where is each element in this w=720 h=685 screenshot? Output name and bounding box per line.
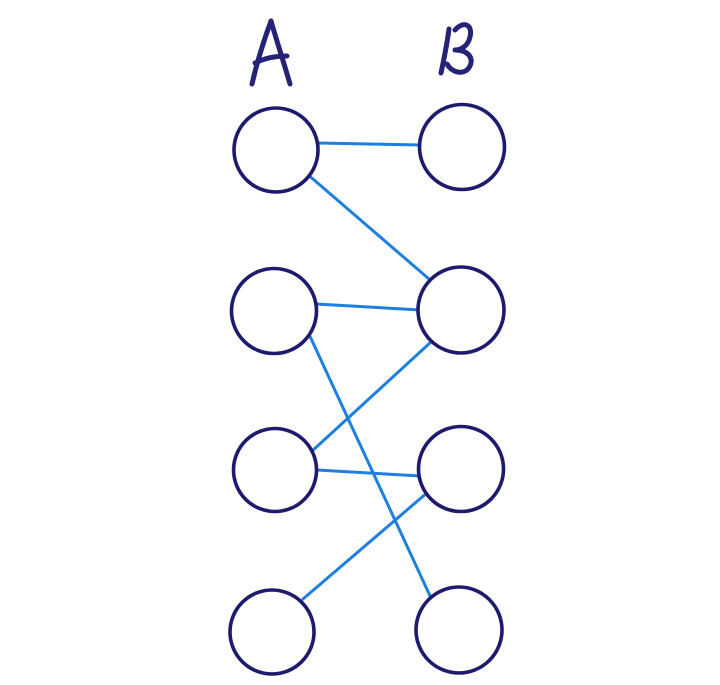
nodes-layer <box>228 102 507 676</box>
node-a1 <box>232 106 320 194</box>
node-b3 <box>416 424 506 514</box>
edge-a4-b3 <box>301 490 430 601</box>
edge-a2-b2 <box>314 302 422 312</box>
edge-a3-b2 <box>309 340 433 454</box>
node-b2 <box>416 265 506 355</box>
labels-layer <box>249 18 474 87</box>
edge-a2-b4 <box>306 330 433 600</box>
column-label-a-stroke <box>249 18 274 87</box>
column-label-a-stroke <box>252 53 290 66</box>
column-label-b <box>438 22 474 76</box>
node-b1 <box>417 102 507 192</box>
column-label-a <box>249 18 293 87</box>
node-b4 <box>414 585 504 675</box>
edges-layer <box>301 141 433 601</box>
column-label-b-stroke <box>438 26 452 76</box>
edge-a1-b2 <box>304 171 431 281</box>
column-label-a-stroke <box>268 18 293 87</box>
node-a2 <box>229 266 319 356</box>
edge-a1-b1 <box>316 141 423 147</box>
column-label-b-stroke <box>444 22 474 75</box>
edge-a3-b3 <box>315 468 423 478</box>
node-a3 <box>231 426 319 514</box>
node-a4 <box>228 588 316 676</box>
